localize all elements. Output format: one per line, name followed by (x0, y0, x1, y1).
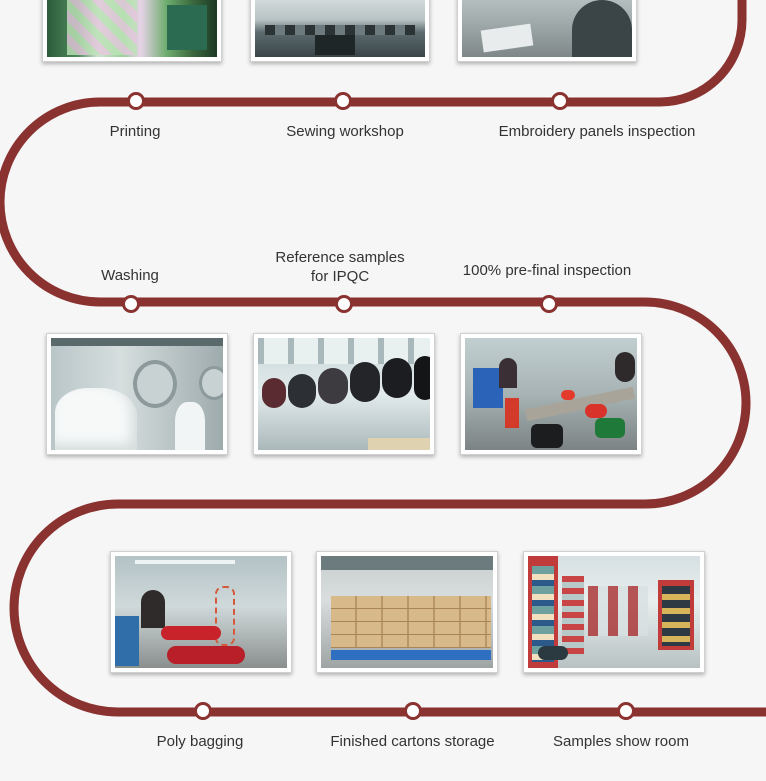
finished-cartons-label: Finished cartons storage (330, 733, 495, 750)
sewing-workshop-label: Sewing workshop (286, 123, 404, 140)
reference-samples-label-line2: for IPQC (310, 268, 370, 285)
poly-bagging-node (194, 702, 212, 720)
pre-final-inspection-node (540, 295, 558, 313)
washing-photo (46, 333, 228, 455)
reference-samples-node (335, 295, 353, 313)
samples-show-room-label: Samples show room (553, 733, 689, 750)
embroidery-inspection-node (551, 92, 569, 110)
sewing-workshop-node (334, 92, 352, 110)
washing-label: Washing (101, 267, 159, 284)
sewing-workshop-photo (250, 0, 430, 62)
washing-node (122, 295, 140, 313)
samples-show-room-photo (523, 551, 705, 673)
pre-final-inspection-photo (460, 333, 642, 455)
printing-label: Printing (109, 123, 161, 140)
samples-show-room-node (617, 702, 635, 720)
finished-cartons-node (404, 702, 422, 720)
printing-node (127, 92, 145, 110)
reference-samples-photo (253, 333, 435, 455)
poly-bagging-photo (110, 551, 292, 673)
poly-bagging-label: Poly bagging (156, 733, 244, 750)
embroidery-inspection-photo (457, 0, 637, 62)
embroidery-inspection-label: Embroidery panels inspection (498, 123, 696, 140)
printing-photo (42, 0, 222, 62)
finished-cartons-photo (316, 551, 498, 673)
pre-final-inspection-label: 100% pre-final inspection (462, 262, 632, 279)
reference-samples-label-line1: Reference samples (275, 249, 405, 266)
